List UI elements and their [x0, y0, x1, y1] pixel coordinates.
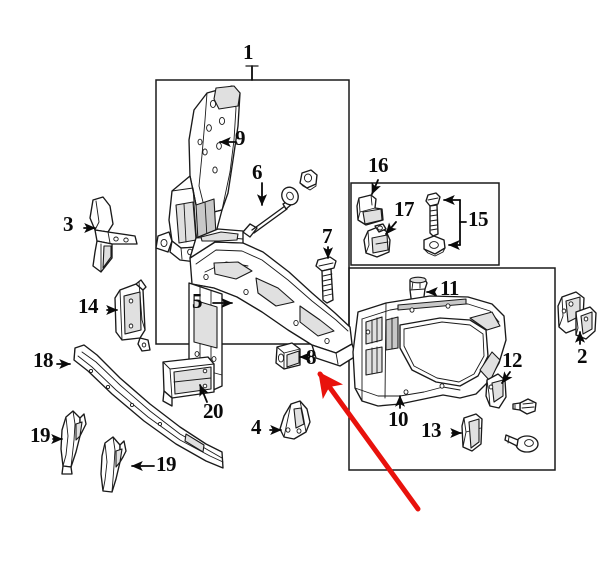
- part-17-lower-clip-bracket: [363, 223, 391, 258]
- callout-bracket-15: [443, 194, 467, 251]
- group-box-fasteners: [350, 182, 500, 266]
- group-box-headlamp-panel: [348, 267, 556, 471]
- part-6-long-hex-bolt: [242, 199, 293, 238]
- callout-label-18: 18: [33, 348, 54, 372]
- screw-lower-right-a: [512, 398, 537, 415]
- callout-label-4: 4: [251, 415, 262, 439]
- callout-label-19a: 19: [30, 423, 51, 447]
- callout-line-12: [501, 371, 513, 384]
- part-19b-bumper-beam-end-bracket-right: [100, 436, 127, 493]
- part-19a-bumper-beam-end-bracket-left: [60, 410, 87, 475]
- part-3-left-upper-side-bracket: [89, 196, 138, 273]
- callout-label-1: 1: [243, 40, 254, 64]
- part-15-nut: [423, 235, 446, 257]
- callout-line-17: [385, 221, 397, 235]
- callout-label-17: 17: [394, 197, 415, 221]
- part-16-upper-clip-bracket: [356, 194, 384, 226]
- red-highlight-arrow: [317, 371, 421, 512]
- callout-line-1: [245, 65, 259, 81]
- callout-line-16: [371, 179, 381, 195]
- screw-lower-right-b: [504, 434, 539, 453]
- washer-hardware: [281, 186, 299, 206]
- callout-label-16: 16: [368, 153, 389, 177]
- callout-label-7: 7: [322, 224, 333, 248]
- part-13-edge-bracket: [461, 413, 483, 452]
- part-12-small-side-clip: [485, 373, 507, 409]
- callout-label-6: 6: [252, 160, 263, 184]
- part-14-left-side-plate-bracket: [114, 279, 151, 352]
- callout-label-12: 12: [502, 348, 523, 372]
- callout-label-14: 14: [78, 294, 99, 318]
- callout-label-5: 5: [192, 289, 203, 313]
- nut-hardware: [299, 169, 318, 191]
- callout-label-10: 10: [388, 407, 409, 431]
- part-9-upper-tie-bar-bracket: [155, 85, 241, 263]
- part-18-bumper-reinforcement-beam: [73, 344, 224, 469]
- part-2-right-side-mounting-bracket: [557, 291, 597, 340]
- callout-label-8: 8: [306, 345, 317, 369]
- callout-label-3: 3: [63, 212, 74, 236]
- part-8-retaining-clip: [275, 342, 301, 370]
- callout-label-2: 2: [577, 344, 588, 368]
- part-7-flange-head-bolt: [315, 256, 337, 304]
- callout-label-20: 20: [203, 399, 224, 423]
- callout-line-20: [199, 384, 209, 403]
- part-15-bolt: [425, 192, 441, 237]
- callout-label-13: 13: [421, 418, 442, 442]
- callout-label-11: 11: [440, 276, 459, 300]
- callout-label-19b: 19: [156, 452, 177, 476]
- part-10-headlamp-mounting-panel: [352, 295, 507, 407]
- callout-label-9: 9: [235, 126, 246, 150]
- callout-label-15: 15: [468, 207, 489, 231]
- part-4-lower-mount-bracket: [279, 400, 311, 440]
